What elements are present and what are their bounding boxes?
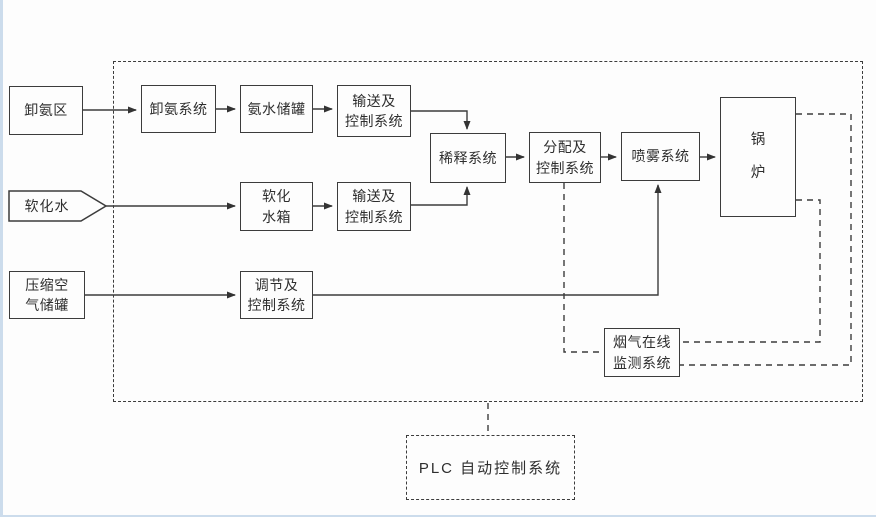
node-compressed-air-tank: 压缩空 气储罐	[9, 271, 85, 319]
node-ammonia-tank: 氨水储罐	[240, 85, 313, 133]
node-dilution-system: 稀释系统	[430, 133, 506, 183]
node-boiler-label: 锅 炉	[750, 131, 766, 181]
node-transport-control-top: 输送及 控制系统	[337, 85, 411, 137]
node-unload-area: 卸氨区	[9, 86, 83, 135]
node-transport-control-bottom-label: 输送及 控制系统	[345, 188, 403, 225]
node-unload-area-label: 卸氨区	[24, 102, 68, 119]
node-regulation-control-label: 调节及 控制系统	[247, 276, 306, 313]
node-unload-system: 卸氨系统	[141, 85, 216, 133]
node-plc-system-label: PLC 自动控制系统	[418, 460, 563, 477]
node-softened-water-label: 软化水	[24, 198, 70, 214]
node-transport-control-bottom: 输送及 控制系统	[337, 182, 411, 231]
node-distribution-control-label: 分配及 控制系统	[536, 139, 594, 176]
node-unload-system-label: 卸氨系统	[149, 100, 208, 117]
node-regulation-control: 调节及 控制系统	[240, 271, 313, 319]
node-flue-gas-monitoring: 烟气在线 监测系统	[604, 328, 680, 377]
node-boiler: 锅 炉	[720, 97, 796, 217]
node-softened-water-tank-label: 软化 水箱	[262, 188, 291, 225]
node-spray-system: 喷雾系统	[621, 132, 700, 181]
plc-boundary-dashed-rect	[113, 61, 863, 402]
node-softened-water-tank: 软化 水箱	[240, 182, 313, 231]
node-softened-water: 软化水	[11, 191, 83, 221]
node-dilution-system-label: 稀释系统	[439, 149, 497, 166]
node-spray-system-label: 喷雾系统	[631, 148, 690, 165]
node-compressed-air-tank-label: 压缩空 气储罐	[25, 276, 69, 313]
node-plc-system: PLC 自动控制系统	[406, 435, 575, 500]
node-ammonia-tank-label: 氨水储罐	[247, 100, 306, 117]
node-transport-control-top-label: 输送及 控制系统	[345, 92, 403, 129]
node-distribution-control: 分配及 控制系统	[529, 132, 601, 183]
node-flue-gas-monitoring-label: 烟气在线 监测系统	[613, 334, 671, 371]
